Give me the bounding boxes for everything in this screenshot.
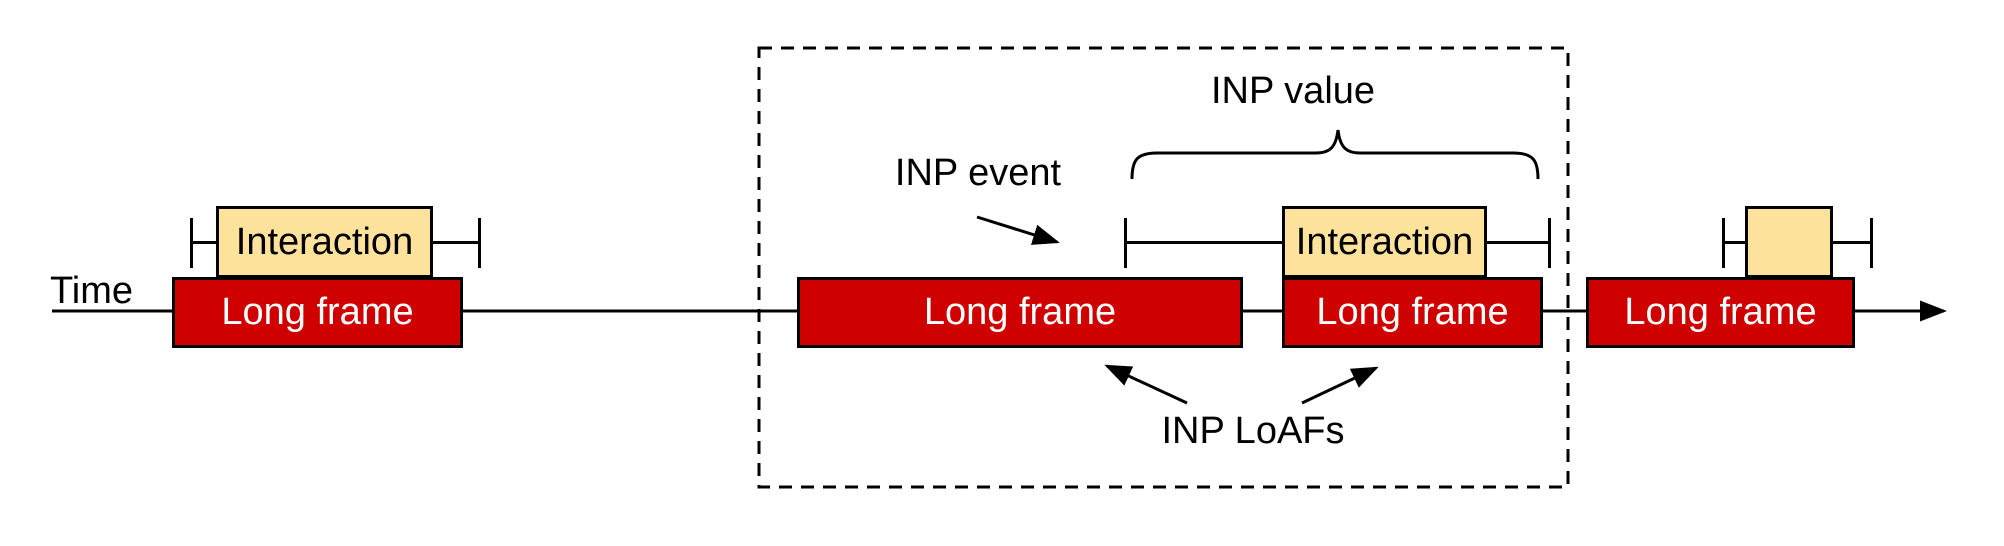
inp-value-brace [1130, 129, 1540, 180]
interaction-box-2: Interaction [1282, 206, 1487, 278]
bracket-tick [1870, 218, 1873, 268]
inp-window-dashed-box [757, 46, 1570, 489]
bracket-line [1124, 241, 1282, 244]
bracket-tick [1548, 218, 1551, 268]
inp-event-arrow [976, 215, 1060, 245]
long-frame-box-3: Long frame [1282, 277, 1543, 348]
interaction-label: Interaction [1295, 220, 1474, 263]
inp-loafs-arrow-left [1104, 364, 1188, 405]
time-label: Time [50, 270, 134, 312]
long-frame-box-2: Long frame [797, 277, 1243, 348]
inp-event-label: INP event [894, 152, 1062, 194]
bracket-line [433, 241, 480, 244]
inp-loafs-label: INP LoAFs [1161, 410, 1345, 452]
bracket-line [190, 241, 216, 244]
interaction-label: Interaction [235, 220, 414, 263]
long-frame-label: Long frame [923, 291, 1117, 333]
bracket-tick [478, 218, 481, 268]
inp-value-label: INP value [1210, 70, 1376, 112]
bracket-line [1487, 241, 1550, 244]
long-frame-box-4: Long frame [1586, 277, 1855, 348]
long-frame-box-1: Long frame [172, 277, 463, 348]
interaction-box-1: Interaction [216, 206, 433, 278]
interaction-box-3 [1745, 206, 1833, 278]
long-frame-label: Long frame [221, 291, 414, 333]
long-frame-label: Long frame [1316, 291, 1509, 333]
bracket-line [1833, 241, 1872, 244]
bracket-line [1722, 241, 1745, 244]
inp-loafs-arrow-right [1301, 366, 1379, 405]
long-frame-label: Long frame [1624, 291, 1817, 333]
